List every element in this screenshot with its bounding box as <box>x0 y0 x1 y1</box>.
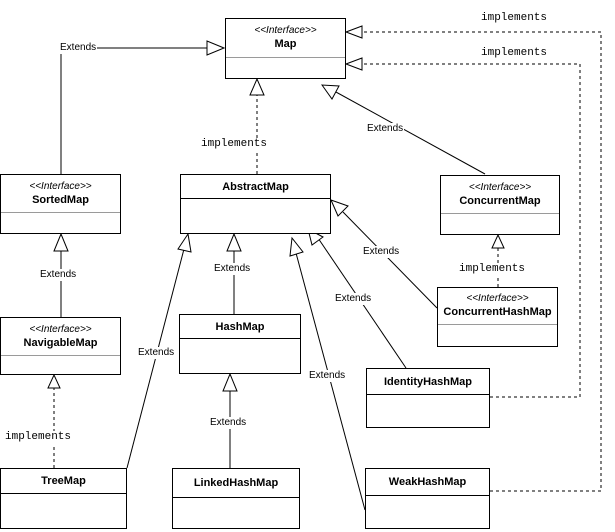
arrowhead-weakhashmap-abstractmap <box>289 236 304 257</box>
class-linkedhashmap[interactable]: LinkedHashMap <box>172 468 300 529</box>
label-implements-weakhashmap-map: implements <box>480 12 549 25</box>
arrowhead-concurrenthashmap-concurrentmap <box>491 233 505 249</box>
stereotype-label: <<Interface>> <box>468 181 532 193</box>
arrowhead-concurrentmap-map <box>320 84 340 100</box>
class-concurrentmap[interactable]: <<Interface>> ConcurrentMap <box>440 175 560 235</box>
edge-sortedmap-map <box>60 47 224 174</box>
class-name: ConcurrentMap <box>459 194 541 207</box>
arrowhead-treemap-abstractmap <box>177 232 192 253</box>
label-implements-identityhashmap-map: implements <box>480 47 549 60</box>
label-extends-concurrenthashmap-abstractmap: Extends <box>362 246 401 258</box>
label-extends-hashmap-abstractmap: Extends <box>213 263 252 275</box>
label-extends-weakhashmap-abstractmap: Extends <box>308 370 347 382</box>
edge-concurrentmap-map <box>324 85 486 175</box>
arrowhead-hashmap-abstractmap <box>226 232 242 252</box>
arrowhead-abstractmap-map <box>249 77 265 96</box>
class-weakhashmap[interactable]: WeakHashMap <box>365 468 490 529</box>
edge-concurrenthashmap-abstractmap <box>342 211 438 309</box>
class-navigablemap[interactable]: <<Interface>> NavigableMap <box>0 317 121 375</box>
label-extends-identityhashmap-abstractmap: Extends <box>334 293 373 305</box>
class-abstractmap[interactable]: AbstractMap <box>180 174 331 234</box>
arrowhead-linkedhashmap-hashmap <box>222 372 238 392</box>
arrowhead-weakhashmap-map <box>344 25 363 39</box>
class-name: Map <box>274 38 297 50</box>
class-name: WeakHashMap <box>388 476 467 488</box>
label-extends-concurrentmap-map: Extends <box>366 123 405 135</box>
class-sortedmap[interactable]: <<Interface>> SortedMap <box>0 174 121 234</box>
class-treemap[interactable]: TreeMap <box>0 468 127 529</box>
stereotype-label: <<Interface>> <box>254 25 317 36</box>
label-extends-linkedhashmap-hashmap: Extends <box>209 417 248 429</box>
class-map[interactable]: <<Interface>> Map <box>225 18 346 79</box>
label-implements-concurrenthashmap-concurrentmap: implements <box>458 263 527 276</box>
stereotype-label: <<Interface>> <box>29 180 92 192</box>
class-hashmap[interactable]: HashMap <box>179 314 301 374</box>
label-extends-navigablemap-sortedmap: Extends <box>39 269 78 281</box>
class-name: SortedMap <box>32 193 89 206</box>
class-identityhashmap[interactable]: IdentityHashMap <box>366 368 490 428</box>
label-implements-abstractmap-map: implements <box>200 138 269 151</box>
class-name: NavigableMap <box>23 336 98 349</box>
label-implements-treemap-navigablemap: implements <box>4 431 73 444</box>
arrowhead-identityhashmap-map <box>344 57 363 71</box>
class-name: LinkedHashMap <box>193 477 279 489</box>
edge-identityhashmap-map <box>362 63 581 398</box>
class-name: TreeMap <box>41 475 86 487</box>
arrowhead-sortedmap-map <box>206 40 226 56</box>
label-extends-treemap-abstractmap: Extends <box>137 347 176 359</box>
stereotype-label: <<Interface>> <box>466 293 529 304</box>
stereotype-label: <<Interface>> <box>29 323 92 335</box>
arrowhead-navigablemap-sortedmap <box>53 232 69 252</box>
class-name: HashMap <box>215 320 265 333</box>
class-name: IdentityHashMap <box>383 375 472 388</box>
class-concurrenthashmap[interactable]: <<Interface>> ConcurrentHashMap <box>437 287 558 347</box>
label-extends-sortedmap-map: Extends <box>59 42 98 54</box>
class-name: AbstractMap <box>222 180 289 193</box>
arrowhead-treemap-navigablemap <box>47 373 61 389</box>
class-name: ConcurrentHashMap <box>443 306 552 318</box>
edge-weakhashmap-map <box>362 31 602 492</box>
arrowhead-concurrenthashmap-abstractmap <box>330 199 349 217</box>
